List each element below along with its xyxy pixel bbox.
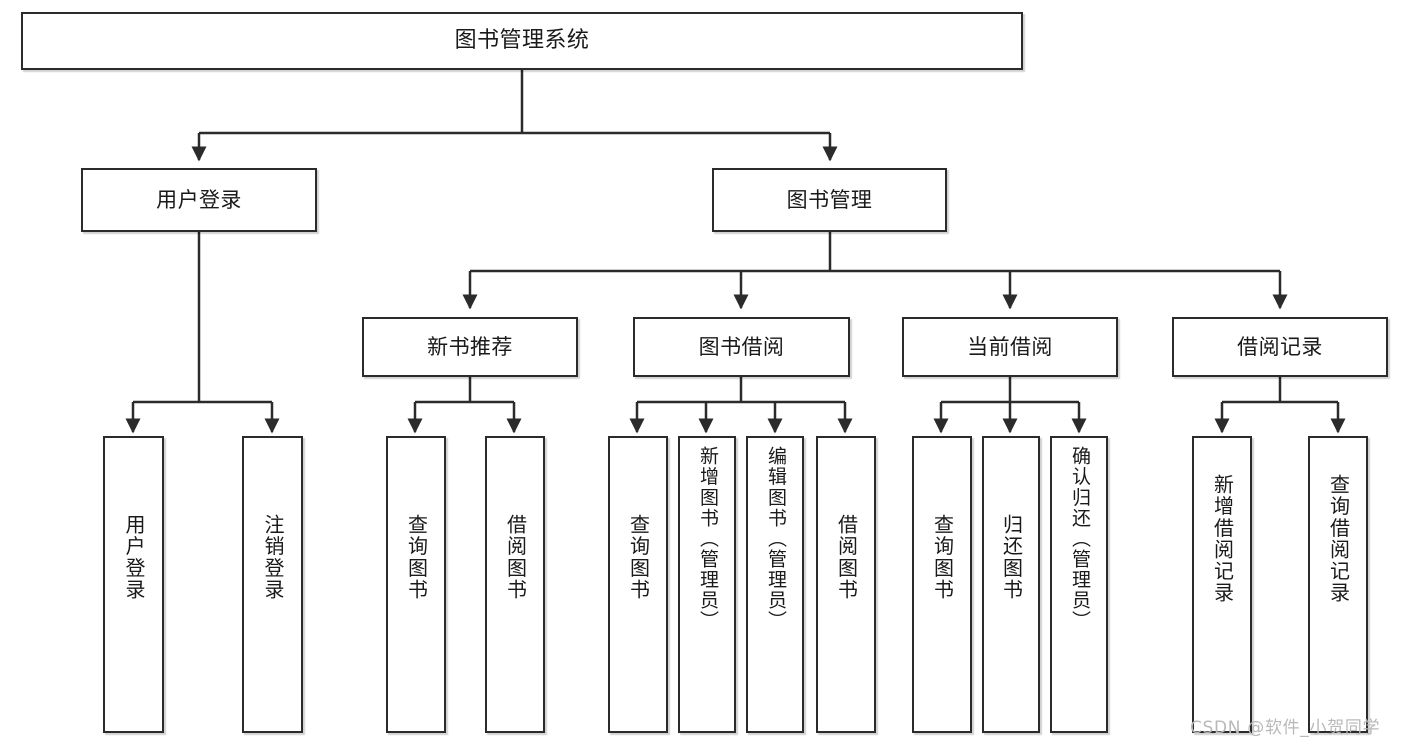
node-new-book-recommend[interactable]: 新书推荐 [362, 317, 578, 377]
node-leaf-edit-book[interactable]: 编辑图书（管理员） [746, 436, 804, 733]
node-leaf-query-book-1[interactable]: 查询图书 [386, 436, 446, 733]
node-label: 新增图书（管理员） [696, 446, 719, 631]
node-label: 查询图书 [626, 514, 651, 601]
node-label: 借阅图书 [834, 514, 859, 601]
node-leaf-return-book[interactable]: 归还图书 [982, 436, 1040, 733]
node-root-book-management-system[interactable]: 图书管理系统 [21, 12, 1023, 70]
node-leaf-user-logout[interactable]: 注销登录 [242, 436, 303, 733]
node-label: 编辑图书（管理员） [764, 446, 787, 631]
node-label: 查询图书 [930, 514, 955, 601]
node-label: 用户登录 [156, 187, 242, 212]
node-label: 用户登录 [122, 514, 146, 601]
node-current-borrow[interactable]: 当前借阅 [902, 317, 1118, 377]
node-book-manage[interactable]: 图书管理 [712, 168, 947, 232]
node-user-login[interactable]: 用户登录 [81, 168, 317, 232]
node-leaf-borrow-book-2[interactable]: 借阅图书 [816, 436, 876, 733]
node-leaf-add-book[interactable]: 新增图书（管理员） [678, 436, 736, 733]
node-label: 借阅图书 [503, 514, 528, 601]
node-label: 当前借阅 [967, 334, 1053, 359]
node-leaf-confirm-return[interactable]: 确认归还（管理员） [1050, 436, 1108, 733]
node-leaf-user-login[interactable]: 用户登录 [103, 436, 164, 733]
node-leaf-borrow-book-1[interactable]: 借阅图书 [485, 436, 545, 733]
node-label: 借阅记录 [1237, 334, 1323, 359]
node-label: 查询借阅记录 [1326, 474, 1351, 604]
node-label: 归还图书 [999, 514, 1024, 601]
node-label: 注销登录 [261, 514, 285, 601]
node-label: 图书借阅 [698, 334, 785, 359]
node-label: 图书管理系统 [454, 27, 590, 53]
node-label: 图书管理 [786, 187, 873, 212]
node-label: 新增借阅记录 [1210, 474, 1235, 604]
node-leaf-query-record[interactable]: 查询借阅记录 [1308, 436, 1368, 733]
node-label: 确认归还（管理员） [1068, 446, 1091, 631]
node-borrow-record[interactable]: 借阅记录 [1172, 317, 1388, 377]
node-label: 查询图书 [404, 514, 429, 601]
csdn-watermark: CSDN @软件_小贺同学 [1190, 718, 1381, 738]
node-leaf-query-book-2[interactable]: 查询图书 [608, 436, 668, 733]
node-label: 新书推荐 [427, 334, 513, 359]
node-leaf-add-record[interactable]: 新增借阅记录 [1192, 436, 1252, 733]
node-book-borrow[interactable]: 图书借阅 [633, 317, 850, 377]
node-leaf-query-book-3[interactable]: 查询图书 [912, 436, 972, 733]
